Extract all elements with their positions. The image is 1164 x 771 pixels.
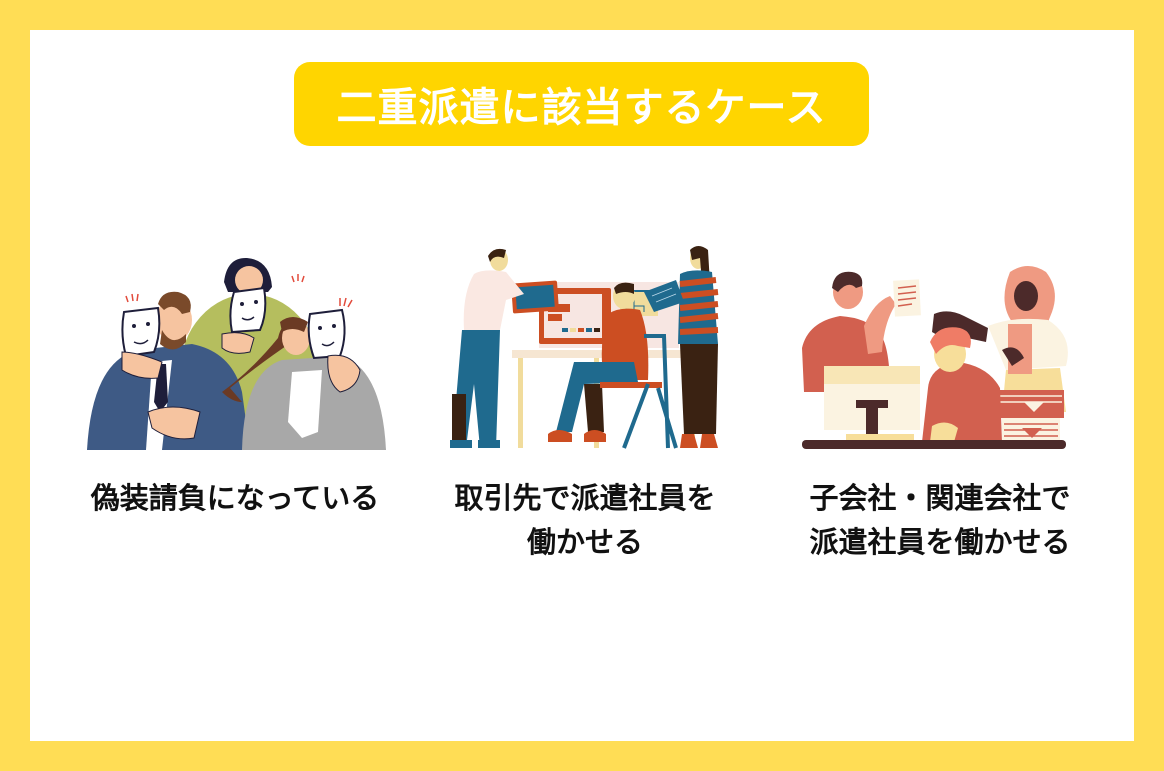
case-2-caption: 取引先で派遣社員を 働かせる bbox=[420, 476, 750, 564]
people-holding-masks-illustration bbox=[82, 252, 388, 452]
frustrated-coworkers-at-desk-illustration bbox=[798, 262, 1070, 454]
case-3-caption-line-1: 子会社・関連会社で bbox=[809, 481, 1071, 515]
case-3-caption-line-2: 派遣社員を働かせる bbox=[809, 525, 1071, 559]
case-1-caption: 偽装請負になっている bbox=[60, 476, 410, 520]
case-1-caption-line-1: 偽装請負になっている bbox=[90, 481, 380, 515]
case-2-caption-line-1: 取引先で派遣社員を bbox=[454, 481, 716, 515]
page-title: 二重派遣に該当するケース bbox=[336, 85, 827, 131]
office-team-at-computer-illustration bbox=[444, 244, 724, 452]
title-banner: 二重派遣に該当するケース bbox=[294, 62, 869, 146]
case-2-caption-line-2: 働かせる bbox=[526, 525, 643, 559]
case-3-caption: 子会社・関連会社で 派遣社員を働かせる bbox=[775, 476, 1105, 564]
